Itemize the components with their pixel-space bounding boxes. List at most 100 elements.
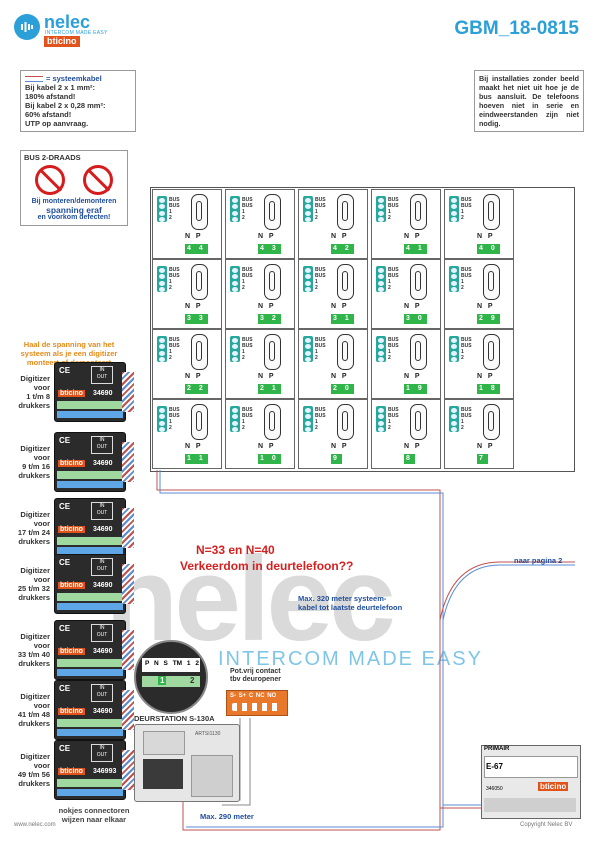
phone-number-dial: 2 2 [185, 384, 208, 394]
document-code: GBM_18-0815 [454, 18, 579, 39]
np-label: N P [331, 373, 347, 380]
phone-number-dial: 1 9 [404, 384, 427, 394]
digitizer-brand: bticino [58, 768, 85, 775]
terminal-label: 1 [169, 349, 172, 355]
terminal-label: BUS [461, 413, 472, 419]
cable-note-title: = systeemkabel [46, 74, 102, 83]
question-line-2: Verkeerdom in deurtelefoon?? [180, 559, 354, 573]
terminal-label: 2 [242, 355, 245, 361]
phone-number-dial: 9 [331, 454, 342, 464]
np-label: N P [258, 303, 274, 310]
terminal-label: 1 [388, 209, 391, 215]
nokjes-note: nokjes connectoren wijzen naar elkaar [54, 806, 134, 824]
bus-warning-line: Bij monteren/demonteren [31, 198, 117, 205]
terminal-label: BUS [169, 197, 180, 203]
terminal-label: BUS [169, 203, 180, 209]
install-note: Bij installaties zonder beeld maakt het … [474, 70, 584, 132]
digitizer-label-line: voor [33, 761, 50, 770]
phone-number-dial: 2 1 [258, 384, 281, 394]
np-label: N P [258, 373, 274, 380]
max-290-label: Max. 290 meter [200, 812, 254, 821]
contact-screws [232, 703, 282, 711]
terminal-label: BUS [242, 267, 253, 273]
handset-icon [337, 264, 354, 300]
digitizer-label-line: voor [33, 519, 50, 528]
phone-number-dial: 2 0 [331, 384, 354, 394]
power-supply-e67: PRIMAIR E-67 346050 bticino [481, 745, 581, 819]
primair-code: 346050 [486, 786, 503, 792]
terminal-label: BUS [242, 337, 253, 343]
terminal-label: BUS [315, 273, 326, 279]
digitizer-ribbon-cable [122, 564, 134, 604]
phone-number-dial: 7 [477, 454, 488, 464]
terminal-label: BUS [388, 407, 399, 413]
np-label: N P [331, 443, 347, 450]
phone-number-dial: 4 3 [258, 244, 281, 254]
handset-icon [410, 334, 427, 370]
nokjes-line: nokjes connectoren [58, 806, 130, 815]
digitizer-terminal-blue [57, 411, 123, 418]
max-320-label: Max. 320 meter systeem- kabel tot laatst… [298, 594, 438, 612]
terminal-label: 2 [461, 425, 464, 431]
deurstation-code: ARTSI1130 [195, 731, 221, 737]
terminal-label: BUS [388, 273, 399, 279]
np-label: N P [477, 373, 493, 380]
in-label: IN [99, 625, 105, 631]
terminal-label: 1 [461, 349, 464, 355]
cable-note-line: Bij kabel 2 x 1 mm²: [25, 83, 96, 92]
phone-number-dial: 1 8 [477, 384, 500, 394]
digitizer-terminal-green [57, 719, 123, 727]
terminal-label: BUS [388, 337, 399, 343]
door-opener-terminal: S- S+ C NC NO [226, 690, 288, 716]
max-320-line: Max. 320 meter systeem- [298, 594, 387, 603]
phone-number-dial: 4 1 [404, 244, 427, 254]
terminal-label: 1 [388, 349, 391, 355]
terminal-label: BUS [461, 343, 472, 349]
out-label: OUT [96, 444, 108, 450]
terminal-label: 2 [388, 425, 391, 431]
digitizer-label-line: voor [33, 383, 50, 392]
digitizer-terminal-green [57, 593, 123, 601]
digitizer-label-line: 9 t/m 16 [22, 462, 50, 471]
digitizer-ribbon-cable [122, 690, 134, 730]
digitizer-terminal-blue [57, 669, 123, 676]
system-cable-icon [25, 75, 43, 82]
terminal-label: 1 [315, 419, 318, 425]
terminal-label: 2 [242, 215, 245, 221]
ce-mark: CE [59, 624, 71, 633]
digitizer-label-line: Digitizer [20, 692, 50, 701]
digitizer-terminal-green [57, 401, 123, 409]
digitizer-label-line: drukkers [18, 659, 50, 668]
np-label: N P [404, 303, 420, 310]
no-plug-icon [35, 165, 65, 195]
np-label: N P [185, 303, 201, 310]
terminal-label: BUS [461, 197, 472, 203]
terminal-label: BUS [315, 203, 326, 209]
terminal-label: BUS [461, 273, 472, 279]
phone-number-dial: 3 3 [185, 314, 208, 324]
contact-title-line: Pot.vrij contact [230, 668, 281, 675]
handset-icon [264, 334, 281, 370]
np-label: N P [404, 443, 420, 450]
digitizer-label-line: drukkers [18, 471, 50, 480]
digitizer-brand: bticino [58, 708, 85, 715]
terminal-label: 2 [388, 285, 391, 291]
phone-number-dial: 3 1 [331, 314, 354, 324]
terminal-label: BUS [169, 343, 180, 349]
